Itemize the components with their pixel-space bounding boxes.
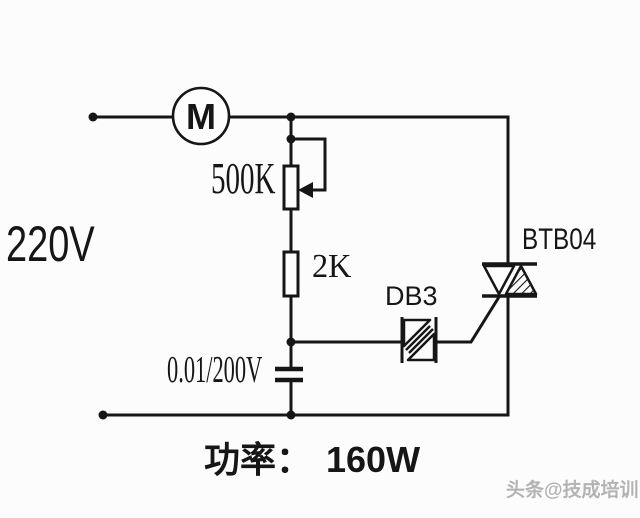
wiper-loop-wire bbox=[291, 137, 327, 192]
power-caption-text: 功率： bbox=[204, 439, 313, 480]
power-value: 160W bbox=[326, 439, 421, 480]
wire bbox=[436, 296, 501, 344]
wire bbox=[103, 296, 510, 417]
motor-letter: M bbox=[186, 96, 216, 137]
wiper-arrow-icon bbox=[298, 182, 313, 198]
potentiometer-value-label: 500K bbox=[211, 154, 276, 203]
junction-dot bbox=[286, 337, 296, 347]
junction-dot bbox=[286, 134, 296, 144]
diac-name-label: DB3 bbox=[385, 281, 438, 311]
power-caption: 功率： 160W bbox=[204, 442, 420, 478]
watermark: 头条@技成培训 bbox=[506, 480, 639, 501]
capacitor-symbol bbox=[275, 366, 303, 383]
motor-symbol: M bbox=[171, 86, 231, 146]
junction-dot bbox=[286, 410, 296, 420]
terminal-dot bbox=[98, 410, 108, 420]
capacitor-value-label: 0.01/200V bbox=[167, 349, 263, 391]
wires bbox=[93, 115, 510, 417]
triac-symbol bbox=[482, 262, 538, 298]
resistor-symbol bbox=[282, 250, 300, 298]
wire bbox=[93, 115, 510, 264]
potentiometer-symbol bbox=[282, 164, 313, 211]
diac-symbol bbox=[400, 317, 438, 363]
junctions bbox=[88, 112, 296, 420]
terminal-dot bbox=[88, 112, 98, 122]
resistor-value-label: 2K bbox=[312, 248, 352, 285]
junction-dot bbox=[286, 112, 296, 122]
triac-name-label: BTB04 bbox=[522, 223, 597, 256]
voltage-label: 220V bbox=[6, 216, 95, 272]
